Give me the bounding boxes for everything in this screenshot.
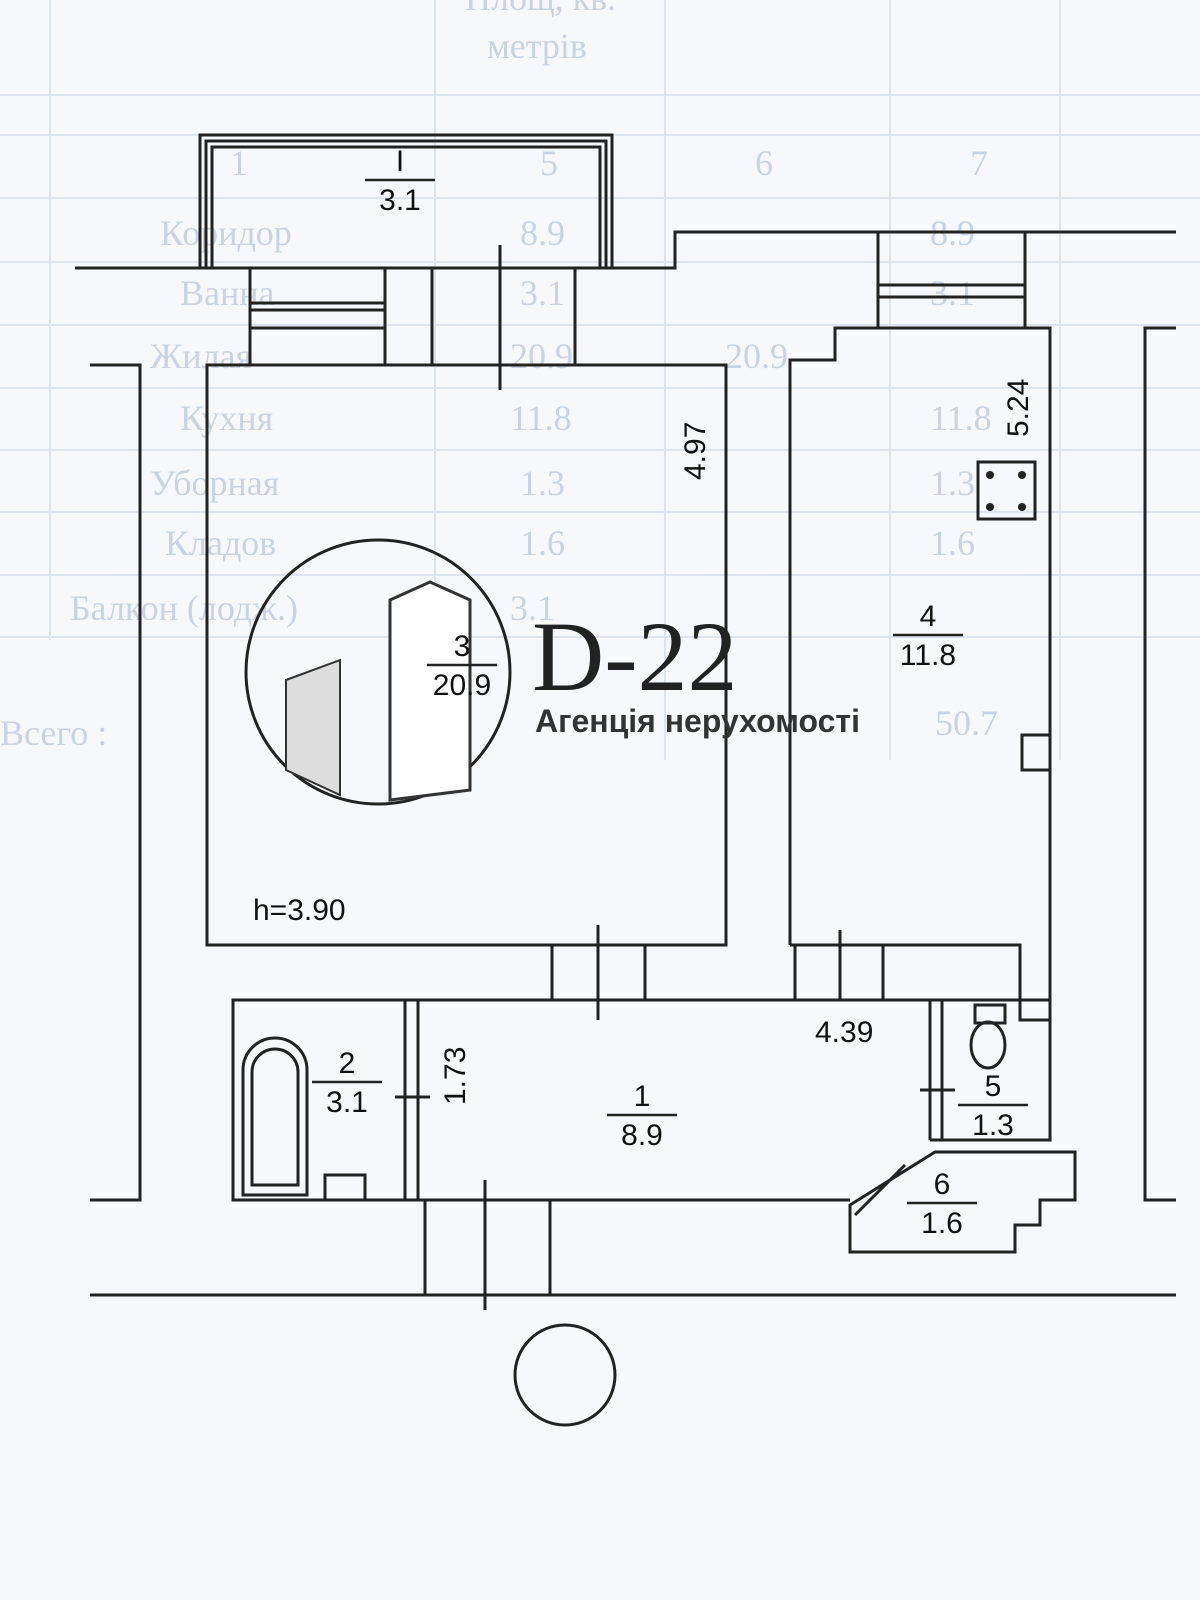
bg-cell: 1.3 — [520, 463, 565, 503]
room-number: 6 — [934, 1168, 951, 1201]
room-number: I — [396, 145, 404, 178]
bg-cell: 3.1 — [510, 588, 555, 628]
bg-header-1: Площ, кв. — [465, 0, 616, 18]
room-area: 1.3 — [972, 1109, 1014, 1142]
walls — [75, 133, 1176, 1427]
bg-col: 5 — [540, 143, 558, 183]
room-label-I: I 3.1 — [365, 145, 435, 217]
room-label-4: 411.8 — [893, 600, 963, 672]
bg-header-2: метрів — [487, 26, 587, 66]
bg-cell: Уборная — [150, 463, 279, 503]
room-number: 3 — [454, 630, 471, 663]
ceiling-height: h=3.90 — [253, 894, 346, 927]
compass-circle — [513, 1323, 617, 1427]
sink-icon — [323, 1173, 367, 1202]
room-number: 1 — [634, 1080, 651, 1113]
bg-cell: 11.8 — [930, 398, 992, 438]
room-number: 5 — [985, 1070, 1002, 1103]
bg-col: 6 — [755, 143, 773, 183]
bg-cell: 3.1 — [520, 273, 565, 313]
socket-icon — [1020, 733, 1052, 772]
room-label-3: 320.9 — [427, 630, 497, 702]
bathtub-icon — [241, 1036, 309, 1197]
logo-tagline: Агенція нерухомості — [535, 703, 860, 739]
dimension-room3: 4.97 — [679, 422, 712, 480]
bg-cell: Ванна — [180, 273, 275, 313]
bg-col: 1 — [230, 143, 248, 183]
dimension-room4: 5.24 — [1002, 379, 1035, 437]
bg-cell: 1.6 — [930, 523, 975, 563]
bg-cell: Кухня — [180, 398, 273, 438]
bg-cell: Кладов — [165, 523, 276, 563]
room-3 — [205, 363, 728, 947]
dimension-bath: 1.73 — [439, 1047, 472, 1105]
bg-cell: 3.1 — [930, 273, 975, 313]
bg-cell: 20.9 — [510, 336, 573, 376]
bg-col: 7 — [970, 143, 988, 183]
room-area: 3.1 — [379, 184, 421, 217]
bg-cell: 20.9 — [725, 336, 788, 376]
room-area: 20.9 — [433, 669, 491, 702]
room-number: 2 — [339, 1047, 356, 1080]
room-area: 3.1 — [326, 1086, 368, 1119]
logo-brand: D-22 — [532, 601, 738, 712]
room-label-5: 51.3 — [958, 1070, 1028, 1142]
bg-cell: 11.8 — [510, 398, 572, 438]
bg-cell: 1.6 — [520, 523, 565, 563]
room-label-6: 61.6 — [907, 1168, 977, 1240]
bg-total-label: Всего : — [0, 713, 107, 753]
bg-cell: Балкон (лодж.) — [70, 588, 298, 628]
dimension-corridor: 4.39 — [815, 1016, 873, 1049]
bg-total-value: 50.7 — [935, 703, 998, 743]
background-table: Площ, кв. метрів 1 5 6 7 Коридор8.98.9Ва… — [0, 0, 1200, 760]
logo: D-22 Агенція нерухомості — [244, 538, 860, 806]
room-label-2: 23.1 — [312, 1047, 382, 1119]
room-area: 8.9 — [621, 1119, 663, 1152]
room-area: 1.6 — [921, 1207, 963, 1240]
bg-cell: 1.3 — [930, 463, 975, 503]
bg-cell: Жилая — [150, 336, 252, 376]
room-number: 4 — [920, 600, 937, 633]
bg-cell: 8.9 — [520, 213, 565, 253]
bg-cell: Коридор — [160, 213, 292, 253]
room-label-1: 18.9 — [607, 1080, 677, 1152]
stove-icon — [976, 460, 1037, 521]
toilet-icon — [969, 1003, 1007, 1070]
room-area: 11.8 — [900, 639, 956, 672]
